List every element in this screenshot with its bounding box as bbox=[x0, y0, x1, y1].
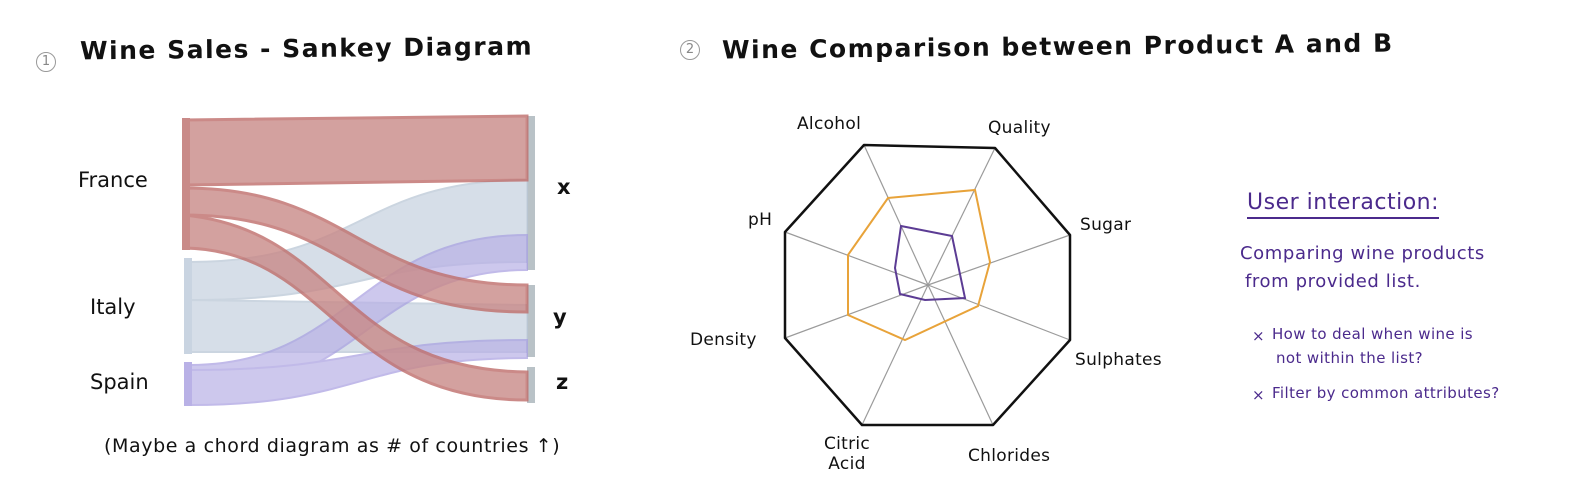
spoke-ph bbox=[784, 231, 929, 286]
user-interaction-line2: from provided list. bbox=[1245, 271, 1421, 292]
section-number-1: 1 bbox=[36, 52, 56, 72]
target-bar-x bbox=[527, 116, 535, 270]
spoke-chlorides bbox=[927, 284, 994, 426]
radar-outline bbox=[783, 143, 1072, 427]
bullet-marker-2: × bbox=[1252, 386, 1265, 404]
sankey-note: (Maybe a chord diagram as # of countries… bbox=[104, 435, 561, 457]
source-label-italy: Italy bbox=[90, 295, 136, 319]
bullet1-line2: not within the list? bbox=[1276, 349, 1423, 367]
bullet1-line1: How to deal when wine is bbox=[1272, 325, 1473, 343]
user-interaction-heading: User interaction: bbox=[1247, 190, 1440, 219]
flow-france-z bbox=[182, 213, 529, 402]
axis-label-alcohol: Alcohol bbox=[797, 114, 862, 134]
source-bar-spain bbox=[184, 362, 192, 406]
product-b-polygon bbox=[893, 224, 967, 302]
bullet-marker-1: × bbox=[1252, 327, 1265, 345]
target-bar-y bbox=[527, 285, 535, 357]
user-interaction-line1: Comparing wine products bbox=[1240, 243, 1485, 264]
source-label-france: France bbox=[78, 168, 148, 192]
axis-label-sulphates: Sulphates bbox=[1075, 350, 1162, 370]
target-label-x: x bbox=[557, 175, 571, 199]
source-bar-italy bbox=[184, 258, 192, 354]
flow-france-y bbox=[182, 186, 529, 314]
spoke-sulphates bbox=[927, 284, 1071, 341]
spoke-density bbox=[784, 284, 929, 339]
spoke-alcohol bbox=[863, 144, 929, 286]
axis-label-density: Density bbox=[690, 330, 757, 350]
source-label-spain: Spain bbox=[90, 370, 149, 394]
spoke-quality bbox=[927, 147, 996, 286]
target-label-y: y bbox=[553, 305, 567, 329]
spoke-citric-acid bbox=[861, 284, 929, 426]
axis-label-ph: pH bbox=[748, 210, 773, 230]
product-a-polygon bbox=[847, 188, 992, 342]
source-bar-france bbox=[182, 118, 190, 250]
section-number-2: 2 bbox=[680, 40, 700, 60]
bullet2-text: Filter by common attributes? bbox=[1272, 384, 1500, 402]
target-bar-z bbox=[527, 367, 535, 403]
axis-label-sugar: Sugar bbox=[1080, 215, 1132, 235]
axis-label-chlorides: Chlorides bbox=[968, 446, 1051, 466]
axis-label-citric-acid: Citric Acid bbox=[823, 434, 871, 474]
spoke-sugar bbox=[927, 234, 1071, 286]
target-label-z: z bbox=[556, 370, 569, 394]
axis-label-quality: Quality bbox=[988, 118, 1051, 138]
flow-spain-z bbox=[189, 338, 528, 407]
